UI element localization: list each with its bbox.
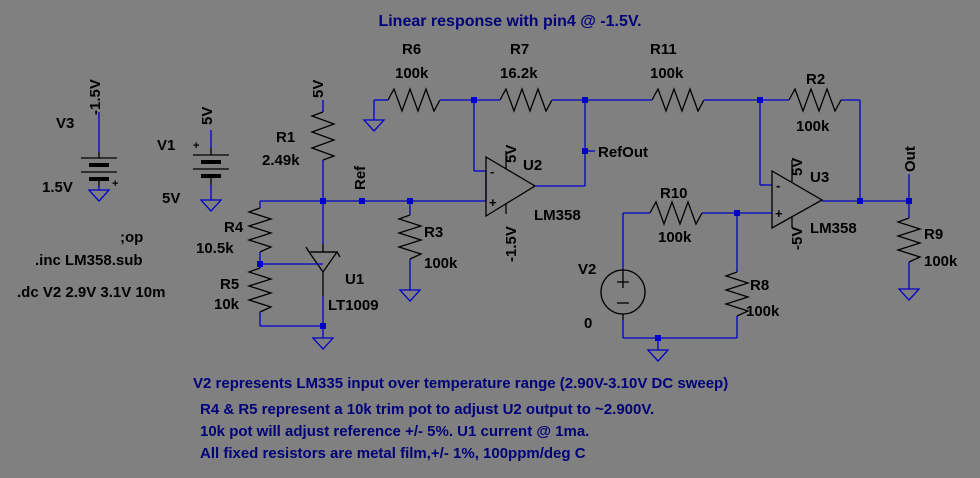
U3-vneg-label: -5V: [789, 227, 806, 250]
ground-icon-v2: [646, 349, 670, 362]
U2-name: U2: [523, 157, 542, 174]
U3-vpos-label: 5V: [789, 158, 806, 176]
V3-value: 1.5V: [42, 179, 73, 196]
junction-dot: [320, 198, 326, 204]
junction-dot: [320, 323, 326, 329]
resistor-R5: [246, 267, 274, 313]
R5-name: R5: [220, 276, 239, 293]
junction-dot: [857, 198, 863, 204]
R1-name: R1: [276, 129, 295, 146]
junction-dot: [582, 97, 588, 103]
directive-op: ;op: [120, 229, 143, 246]
U1-model: LT1009: [328, 297, 379, 314]
r1-vcc-label: 5V: [310, 80, 327, 98]
battery-V1: +: [193, 130, 229, 212]
U2-model: LM358: [534, 207, 581, 224]
R7-name: R7: [510, 41, 529, 58]
U3-minus-pin: -: [776, 178, 780, 193]
R10-name: R10: [660, 185, 688, 202]
resistor-R2: [788, 87, 842, 113]
svg-text:+: +: [193, 140, 199, 152]
V3-node-label: -1.5V: [87, 79, 104, 115]
resistor-R8: [723, 271, 751, 317]
resistor-R11: [651, 87, 705, 113]
refout-net-label: RefOut: [598, 144, 648, 161]
directive-dc: .dc V2 2.9V 3.1V 10m: [17, 284, 165, 301]
ground-icon-r6: [362, 119, 386, 132]
U2-vneg-label: -1.5V: [503, 226, 520, 262]
opamp-U3: [771, 169, 824, 230]
ground-icon-r9: [897, 288, 921, 301]
U2-vpos-label: 5V: [503, 145, 520, 163]
R1-value: 2.49k: [262, 152, 300, 169]
junction-dot: [407, 198, 413, 204]
R9-name: R9: [924, 226, 943, 243]
R6-name: R6: [402, 41, 421, 58]
resistor-R10: [649, 200, 703, 226]
resistor-R6: [387, 87, 441, 113]
R10-value: 100k: [658, 229, 692, 246]
resistor-R1: [310, 111, 336, 161]
junction-dot: [359, 198, 365, 204]
R11-name: R11: [650, 41, 677, 58]
svg-text:+: +: [112, 178, 118, 190]
U3-plus-pin: +: [775, 206, 783, 221]
R7-value: 16.2k: [500, 65, 538, 82]
R9-value: 100k: [924, 253, 958, 270]
resistor-R4: [246, 207, 274, 253]
junction-dot: [757, 97, 763, 103]
V1-name: V1: [157, 137, 175, 154]
junction-dot: [582, 148, 588, 154]
reference-diode-U1: [305, 244, 341, 296]
R8-value: 100k: [746, 303, 780, 320]
note-line-2: R4 & R5 represent a 10k trim pot to adju…: [200, 401, 654, 418]
R4-name: R4: [224, 219, 244, 236]
ground-icon-u1: [311, 337, 335, 350]
R5-value: 10k: [214, 296, 240, 313]
V1-node-label: 5V: [199, 107, 216, 125]
out-net-label: Out: [902, 146, 919, 172]
R2-value: 100k: [796, 118, 830, 135]
U3-name: U3: [810, 169, 829, 186]
V3-name: V3: [56, 115, 74, 132]
directive-inc: .inc LM358.sub: [35, 252, 143, 269]
resistor-R9: [895, 217, 923, 263]
junction-dot: [257, 261, 263, 267]
note-line-4: All fixed resistors are metal film,+/- 1…: [200, 445, 586, 462]
V2-name: V2: [578, 261, 596, 278]
junction-dot: [906, 198, 912, 204]
voltage-source-V2: [600, 269, 646, 320]
V2-value: 0: [584, 315, 592, 332]
R3-value: 100k: [424, 255, 458, 272]
R2-name: R2: [806, 71, 825, 88]
battery-V3: +: [81, 112, 118, 202]
ref-net-label: Ref: [352, 165, 369, 190]
R6-value: 100k: [395, 65, 429, 82]
junction-dot: [655, 335, 661, 341]
note-line-1: V2 represents LM335 input over temperatu…: [193, 375, 728, 392]
R11-value: 100k: [650, 65, 684, 82]
U2-minus-pin: -: [490, 164, 494, 179]
V1-value: 5V: [162, 190, 180, 207]
resistor-R7: [499, 87, 553, 113]
schematic-title: Linear response with pin4 @ -1.5V.: [378, 13, 641, 30]
opamp-U2: [485, 155, 537, 218]
U3-model: LM358: [810, 220, 857, 237]
junction-dot: [471, 97, 477, 103]
resistor-R3: [396, 214, 424, 260]
U2-plus-pin: +: [489, 195, 497, 210]
R3-name: R3: [424, 224, 443, 241]
ground-icon-r3: [398, 289, 422, 302]
U1-name: U1: [345, 271, 364, 288]
junction-dot: [734, 210, 740, 216]
R4-value: 10.5k: [196, 240, 234, 257]
note-line-3: 10k pot will adjust reference +/- 5%. U1…: [200, 423, 589, 440]
R8-name: R8: [750, 277, 769, 294]
